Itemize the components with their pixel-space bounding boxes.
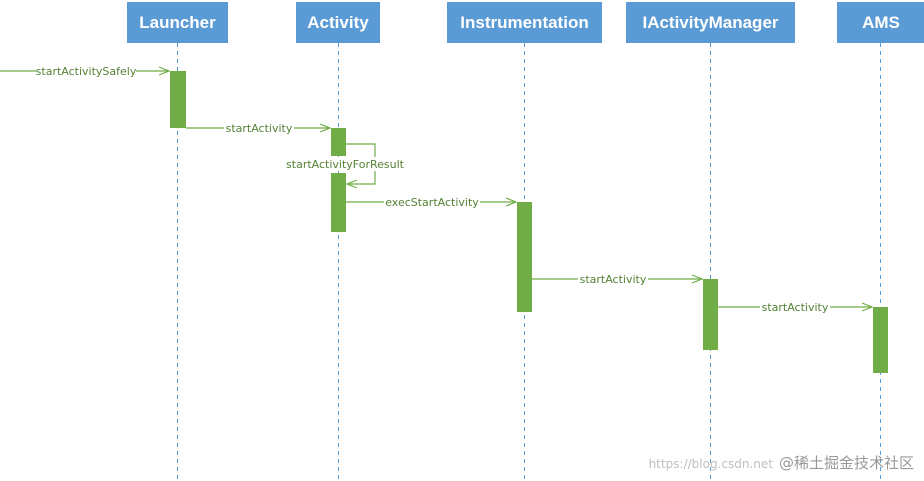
message-label-bg — [578, 272, 648, 286]
message-label-bg — [760, 300, 830, 314]
message-label-bg — [224, 121, 294, 135]
activation-activity-2 — [331, 173, 346, 232]
message-label-bg — [284, 157, 406, 171]
activation-instrumentation — [517, 202, 532, 312]
message-label-exec-start-activity: execStartActivity — [385, 196, 479, 209]
activation-ams — [873, 307, 888, 373]
participant-instrumentation: Instrumentation — [447, 2, 602, 43]
watermark: https://blog.csdn.net @稀土掘金技术社区 — [649, 452, 914, 473]
participant-ams: AMS — [837, 2, 924, 43]
activation-iactivitymanager — [703, 279, 718, 350]
message-label-bg — [36, 64, 136, 78]
message-label-start-activity-3: startActivity — [762, 301, 829, 314]
participant-activity: Activity — [296, 2, 380, 43]
activation-activity-1 — [331, 128, 346, 156]
activation-launcher — [170, 71, 186, 128]
message-label-start-activity-safely: startActivitySafely — [36, 65, 137, 78]
message-label-start-activity-for-result: startActivityForResult — [286, 158, 405, 171]
participant-iactivitymanager: IActivityManager — [626, 2, 795, 43]
watermark-url: https://blog.csdn.net — [648, 457, 773, 471]
message-label-start-activity-2: startActivity — [580, 273, 647, 286]
watermark-brand: @稀土掘金技术社区 — [778, 454, 914, 472]
message-label-bg — [384, 195, 480, 209]
participant-launcher: Launcher — [127, 2, 228, 43]
message-label-start-activity-1: startActivity — [226, 122, 293, 135]
